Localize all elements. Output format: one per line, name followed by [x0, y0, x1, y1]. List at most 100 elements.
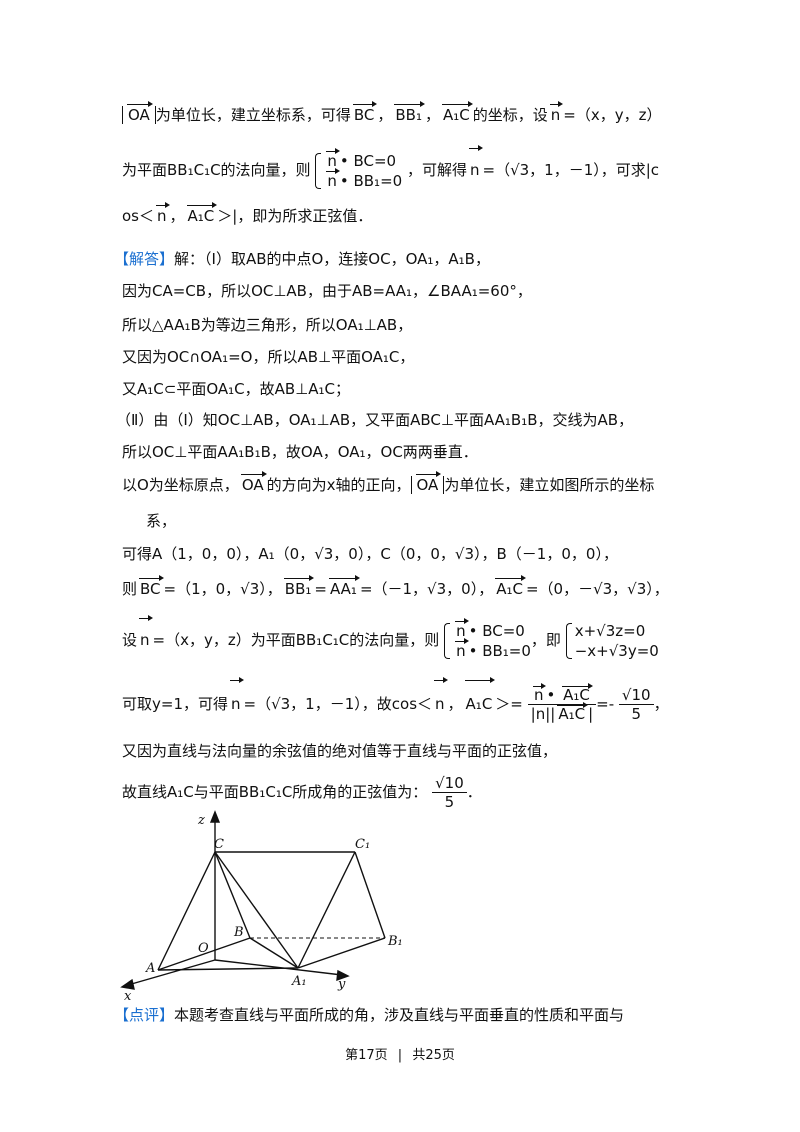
- text-line-8: 又A₁C⊂平面OA₁C，故AB⊥A₁C；: [122, 380, 350, 398]
- vector-a1c: A₁C: [557, 702, 588, 723]
- vector-n: n: [455, 637, 469, 660]
- label-b1: B₁: [387, 934, 403, 949]
- text: 为平面BB₁C₁C的法向量，则: [122, 161, 311, 179]
- text: =（x，y，z）为平面BB₁C₁C的法向量，则: [152, 631, 440, 649]
- equation: • BC=0: [468, 621, 525, 640]
- solution-heading: 【解答】解：（Ⅰ）取AB的中点O，连接OC，OA₁，A₁B，: [114, 248, 490, 270]
- vector-n: n: [156, 202, 169, 225]
- vector-bc: BC: [352, 101, 377, 124]
- abs-vector-oa: OA: [410, 471, 445, 494]
- y-axis: [214, 959, 343, 976]
- label-c1: C₁: [355, 837, 370, 852]
- vector-a1c: A₁C: [495, 575, 526, 598]
- page-total: 共25页: [412, 1048, 455, 1063]
- text: 本题考查直线与平面所成的角，涉及直线与平面垂直的性质和平面与: [174, 1006, 625, 1024]
- text-line-9: （Ⅱ）由（Ⅰ）知OC⊥AB，OA₁⊥AB，又平面ABC⊥平面AA₁B₁B，交线为…: [116, 411, 634, 429]
- text-line-10: 所以OC⊥平面AA₁B₁B，故OA，OA₁，OC两两垂直．: [122, 443, 478, 461]
- x-axis: [127, 959, 216, 986]
- vector-a1c: A₁C: [464, 677, 496, 728]
- equation-system-2: x+√3z=0 −x+√3y=0: [565, 621, 659, 661]
- text: 为单位长，建立坐标系，可得: [155, 106, 351, 124]
- comment-tag: 【点评】: [114, 1006, 175, 1024]
- text: 的坐标，设: [472, 106, 548, 124]
- page-number: 第17页: [345, 1048, 388, 1063]
- text: =（－1，√3，0），: [359, 580, 494, 598]
- text-line-13: 可得A（1，0，0），A₁（0，√3，0），C（0，0，√3），B（－1，0，0…: [122, 545, 618, 563]
- label-c: C: [214, 837, 224, 852]
- footer-separator: |: [397, 1048, 403, 1063]
- text: 为单位长，建立如图所示的坐标: [444, 476, 655, 494]
- vector-bb1: BB₁: [283, 575, 314, 598]
- numerator: √10: [618, 686, 654, 705]
- text: ．: [466, 783, 482, 801]
- vector-n: n: [230, 677, 243, 728]
- vector-a1c: A₁C: [441, 101, 473, 124]
- text-line-3: os＜n，A₁C＞|，即为所求正弦值．: [122, 202, 373, 227]
- text: =: [596, 695, 609, 713]
- equation: • BC=0: [339, 151, 397, 170]
- label-o: O: [198, 941, 209, 956]
- label-a: A: [145, 961, 155, 976]
- equation-system: n• BC=0 n• BB₁=0: [315, 147, 402, 191]
- numerator: √10: [432, 774, 467, 793]
- text: ，可解得: [406, 161, 467, 179]
- page-footer: 第17页 | 共25页: [0, 1044, 800, 1063]
- denominator: 5: [631, 705, 642, 723]
- text: ，即: [530, 631, 561, 649]
- text: ＞=: [495, 695, 523, 713]
- text: ，: [447, 695, 463, 713]
- z-axis-arrow: [209, 810, 221, 823]
- text: 以O为坐标原点，: [122, 476, 239, 494]
- text-line-6: 所以△AA₁B为等边三角形，所以OA₁⊥AB，: [122, 316, 413, 334]
- vector-n: n: [549, 101, 563, 124]
- label-x: x: [124, 989, 132, 1002]
- minus-sign: -: [608, 695, 615, 713]
- vector-n: n: [455, 617, 469, 640]
- vector-n: n: [532, 683, 546, 704]
- text: 可取y=1，可得: [122, 695, 228, 713]
- text: •: [546, 686, 561, 704]
- equation-system-1: n• BC=0 n• BB₁=0: [444, 617, 531, 661]
- text: 则: [122, 580, 138, 598]
- text: |n||: [530, 705, 556, 723]
- label-a1: A₁: [291, 974, 307, 989]
- text-line-12: 系，: [146, 512, 177, 530]
- denominator: 5: [444, 793, 455, 811]
- text-line-7: 又因为OC∩OA₁=O，所以AB⊥平面OA₁C，: [122, 348, 415, 366]
- result-fraction: √10 5: [618, 686, 654, 723]
- vector-aa1: AA₁: [328, 575, 360, 598]
- text-line-18: 故直线A₁C与平面BB₁C₁C所成角的正弦值为： √10 5 ．: [122, 770, 482, 814]
- label-b: B: [233, 925, 244, 940]
- text: ，: [169, 207, 185, 225]
- text: =（0，－√3，√3），: [525, 580, 669, 598]
- vector-bc: BC: [139, 575, 164, 598]
- label-z: z: [197, 813, 205, 828]
- text: ＞|，即为所求正弦值．: [217, 207, 373, 225]
- vector-a1c: A₁C: [186, 202, 218, 225]
- vector-n: n: [326, 147, 340, 170]
- x-axis-arrow: [120, 978, 135, 990]
- equation: • BB₁=0: [468, 641, 531, 660]
- comment-line: 【点评】本题考查直线与平面所成的角，涉及直线与平面垂直的性质和平面与: [114, 1004, 624, 1026]
- vector-n: n: [326, 167, 340, 190]
- vector-a1c: A₁C: [562, 683, 593, 704]
- y-axis-arrow: [336, 969, 350, 982]
- vector-oa: OA: [415, 471, 442, 494]
- geometry-figure: z C C₁ B O A A₁ B₁ x y: [120, 810, 403, 1002]
- text: 解：（Ⅰ）取AB的中点O，连接OC，OA₁，A₁B，: [174, 250, 490, 268]
- vector-n: n: [468, 145, 482, 192]
- text-line-17: 又因为直线与法向量的余弦值的绝对值等于直线与平面的正弦值，: [122, 742, 558, 760]
- text-line-5: 因为CA=CB，所以OC⊥AB，由于AB=AA₁，∠BAA₁=60°，: [122, 282, 532, 300]
- text: =（√3，1，－1），故cos＜: [243, 695, 433, 713]
- label-y: y: [337, 977, 346, 992]
- answer-fraction: √10 5: [432, 774, 467, 811]
- vector-oa: OA: [127, 101, 153, 124]
- equation: x+√3z=0: [574, 621, 646, 640]
- vector-oa: OA: [240, 471, 267, 494]
- vector-bb1: BB₁: [394, 101, 425, 124]
